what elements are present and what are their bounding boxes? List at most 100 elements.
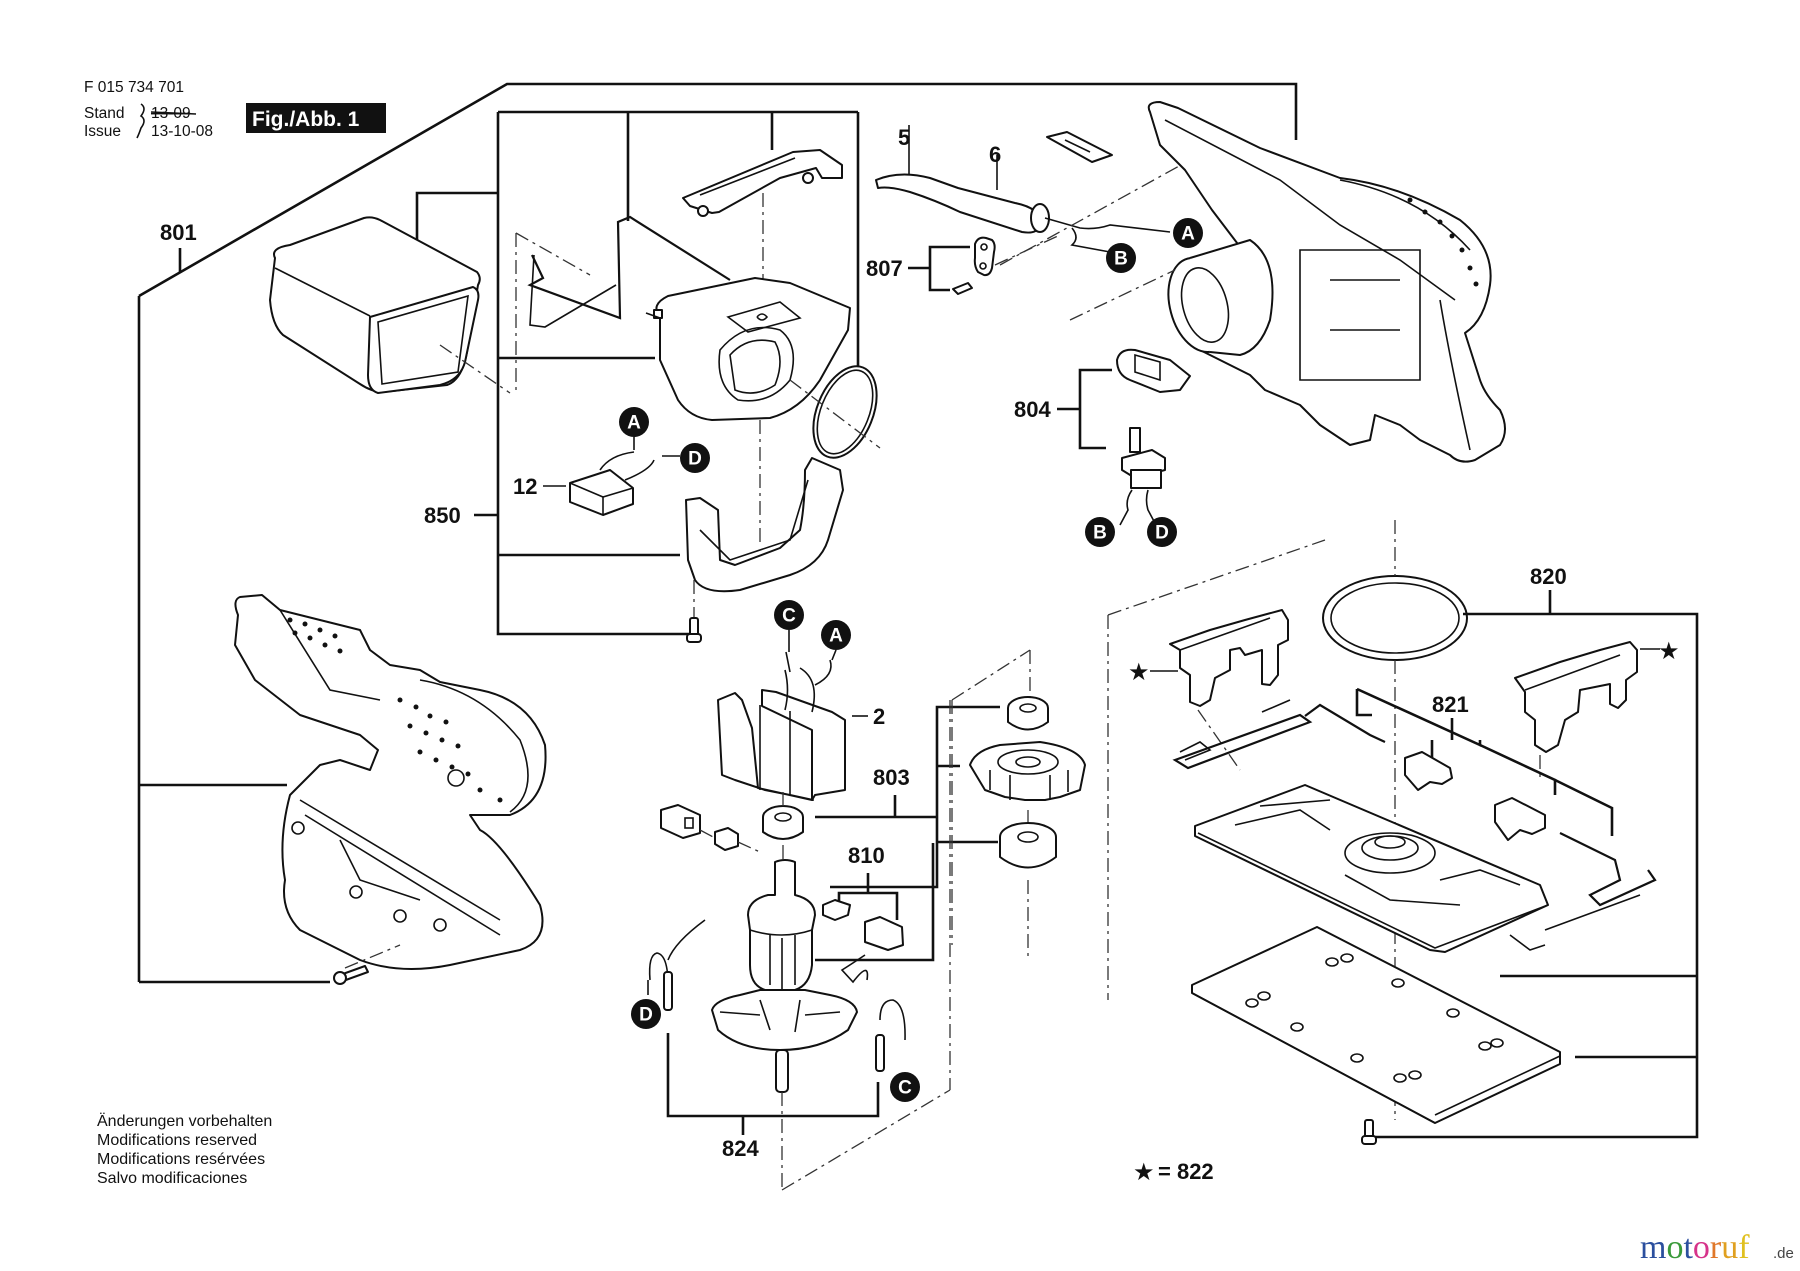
watermark-letter: o <box>1666 1229 1683 1266</box>
orbit-dust-seal: 820 <box>1322 520 1699 1139</box>
connector-badge-d: D <box>631 999 661 1029</box>
switch-assembly: 804 B D <box>1014 348 1191 547</box>
star-icon: ★ <box>1128 659 1150 686</box>
part-number-12: 12 <box>513 474 537 499</box>
part-number-2: 2 <box>873 704 885 729</box>
strikethrough-mark <box>150 111 197 115</box>
paper-clamp-right: ★ <box>1514 638 1680 780</box>
paper-clamp-left: ★ <box>1128 609 1289 771</box>
part-number-807: 807 <box>866 256 903 281</box>
star-icon: ★ <box>1658 638 1680 665</box>
wire-bracket-821: 821 <box>1172 687 1657 951</box>
o-ring <box>789 365 881 459</box>
document-number: F 015 734 701 <box>84 79 184 96</box>
figure-label-box <box>246 103 386 133</box>
svg-text:D: D <box>688 449 702 470</box>
connector-badge-b: B <box>1106 243 1136 273</box>
brush-holder <box>660 804 761 853</box>
part-number-5: 5 <box>898 125 910 150</box>
watermark-letter: m <box>1640 1229 1666 1266</box>
note-line: Salvo modificaciones <box>97 1170 247 1187</box>
svg-text:B: B <box>1093 523 1107 544</box>
stator: 2 C A <box>717 600 885 801</box>
handle-cover <box>682 149 843 290</box>
part-number-803: 803 <box>873 765 910 790</box>
dust-container <box>269 216 511 394</box>
sanding-pad <box>1191 926 1561 1124</box>
connector-badge-a: A <box>1173 218 1203 248</box>
issue-label: Issue <box>84 123 121 140</box>
motor-housing <box>645 277 851 421</box>
modification-notes: Änderungen vorbehalten Modifications res… <box>97 1112 272 1187</box>
vent-holes <box>1407 197 1479 287</box>
watermark-letter: f <box>1738 1229 1750 1266</box>
watermark-letter: t <box>1683 1229 1693 1266</box>
group-850-bracket: 850 <box>415 110 860 636</box>
part-number-6: 6 <box>989 142 1001 167</box>
svg-text:A: A <box>627 413 641 434</box>
part-number-810: 810 <box>848 843 885 868</box>
note-line: Modifications reserved <box>97 1132 257 1149</box>
star-legend-value: = 822 <box>1158 1159 1214 1184</box>
watermark-logo: motoruf .de <box>1640 1229 1794 1266</box>
carbon-brush-lead-right: C <box>840 954 920 1102</box>
screw <box>686 617 702 643</box>
fan <box>969 741 1086 801</box>
svg-text:A: A <box>829 626 843 647</box>
watermark-text: motoruf <box>1640 1229 1750 1266</box>
connector-badge-a: A <box>821 620 851 650</box>
stand-label: Stand <box>84 105 125 122</box>
svg-text:A: A <box>1181 224 1195 245</box>
carbon-brush-set-810: 810 <box>815 843 935 962</box>
svg-text:D: D <box>1155 523 1169 544</box>
capacitor: 12 A D <box>513 407 710 516</box>
label-plate <box>1046 131 1113 163</box>
part-number-824: 824 <box>722 1136 759 1161</box>
note-line: Änderungen vorbehalten <box>97 1112 272 1130</box>
screw <box>333 965 369 985</box>
watermark-letter: o <box>1693 1229 1710 1266</box>
grip-holes <box>287 617 503 803</box>
watermark-suffix: .de <box>1773 1245 1794 1262</box>
power-cord: 5 6 A B <box>875 125 1203 273</box>
base-plate <box>1194 784 1549 953</box>
document-header: F 015 734 701 Stand Issue 13-09 13-10-08… <box>84 79 386 140</box>
main-housing <box>1147 101 1506 463</box>
watermark-letter: u <box>1721 1229 1738 1266</box>
handle-bottom <box>685 420 844 620</box>
fan-housing-cylinder <box>1069 239 1274 356</box>
armature: 824 <box>666 700 951 1191</box>
bearing <box>762 792 804 865</box>
svg-text:C: C <box>898 1078 912 1099</box>
sander-housing-shell <box>234 594 547 970</box>
bearing <box>999 810 1057 960</box>
connector-badge-b: B <box>1085 517 1115 547</box>
issue-value: 13-10-08 <box>151 123 213 140</box>
connector-badge-d: D <box>1147 517 1177 547</box>
note-line: Modifications resérvées <box>97 1151 265 1168</box>
part-number-820: 820 <box>1530 564 1567 589</box>
watermark-letter: r <box>1710 1229 1722 1266</box>
part-number-804: 804 <box>1014 397 1051 422</box>
part-number-801: 801 <box>160 220 197 245</box>
part-number-850: 850 <box>424 503 461 528</box>
part-number-821: 821 <box>1432 692 1469 717</box>
svg-text:C: C <box>782 606 796 627</box>
figure-label: Fig./Abb. 1 <box>252 108 360 131</box>
cable-clamp: 807 <box>866 234 1061 295</box>
connector-badge-d: D <box>680 443 710 473</box>
bearing-group-803: 803 <box>815 649 1031 945</box>
brace-icon <box>136 103 145 139</box>
carbon-brush-lead-left: D <box>631 919 706 1029</box>
pad-holes <box>1245 953 1504 1083</box>
bearing <box>1007 696 1049 731</box>
connector-badge-c: C <box>890 1072 920 1102</box>
connector-badge-c: C <box>774 600 804 630</box>
connector-badge-a: A <box>619 407 649 437</box>
screw <box>1361 1119 1377 1145</box>
svg-text:B: B <box>1114 249 1128 270</box>
star-legend: ★ = 822 <box>1133 1159 1214 1186</box>
group-801-bracket: 801 <box>137 82 1298 984</box>
alignment-line <box>1107 539 1326 616</box>
